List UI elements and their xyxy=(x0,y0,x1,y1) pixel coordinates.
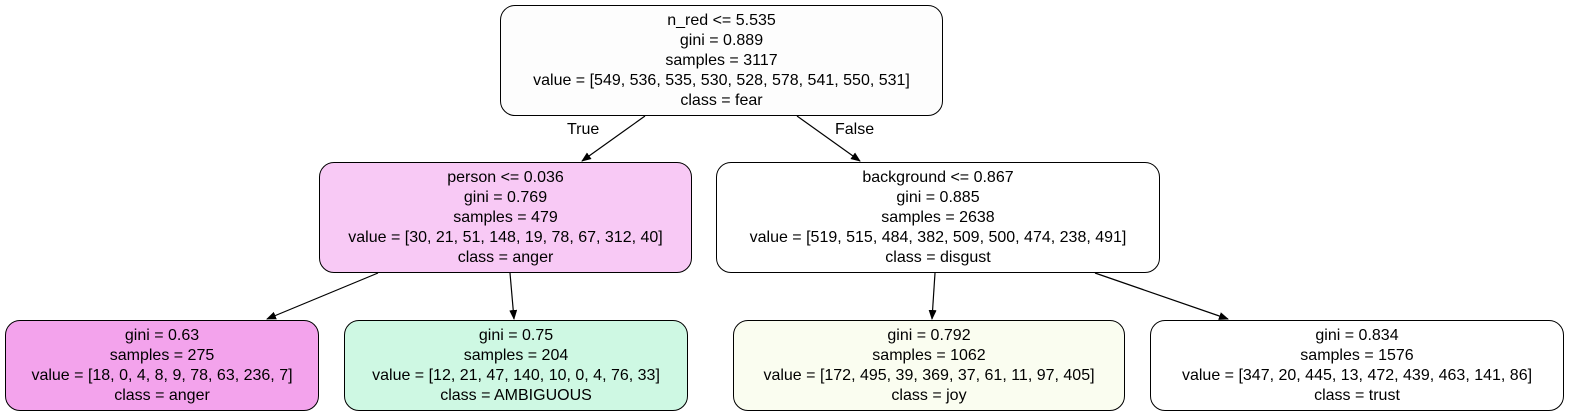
node-gini: gini = 0.75 xyxy=(478,326,554,344)
edge-person-to-anger-leaf xyxy=(266,272,379,320)
node-class: class = disgust xyxy=(885,248,991,266)
node-samples: samples = 1576 xyxy=(1300,346,1414,364)
tree-leaf-anger: gini = 0.63 samples = 275 value = [18, 0… xyxy=(5,320,319,411)
node-split-rule: n_red <= 5.535 xyxy=(667,11,776,29)
edge-person-to-ambiguous-leaf xyxy=(509,272,518,320)
node-value: value = [549, 536, 535, 530, 528, 578, 5… xyxy=(533,71,910,89)
node-gini: gini = 0.885 xyxy=(896,188,980,206)
node-value: value = [30, 21, 51, 148, 19, 78, 67, 31… xyxy=(348,228,663,246)
node-split-rule: background <= 0.867 xyxy=(862,168,1014,186)
node-gini: gini = 0.889 xyxy=(679,31,764,49)
node-samples: samples = 2638 xyxy=(881,208,995,226)
node-gini: gini = 0.834 xyxy=(1315,326,1399,344)
edge-label-true: True xyxy=(567,121,600,138)
tree-node-background: background <= 0.867 gini = 0.885 samples… xyxy=(716,162,1160,273)
edge-label-false: False xyxy=(835,121,875,138)
node-class: class = anger xyxy=(457,248,554,266)
node-value: value = [12, 21, 47, 140, 10, 0, 4, 76, … xyxy=(372,366,660,384)
node-value: value = [172, 495, 39, 369, 37, 61, 11, … xyxy=(763,366,1095,384)
node-samples: samples = 3117 xyxy=(665,51,778,69)
tree-leaf-joy: gini = 0.792 samples = 1062 value = [172… xyxy=(733,320,1125,411)
node-gini: gini = 0.63 xyxy=(124,326,200,344)
node-class: class = joy xyxy=(891,386,967,404)
tree-leaf-trust: gini = 0.834 samples = 1576 value = [347… xyxy=(1150,320,1564,411)
node-samples: samples = 479 xyxy=(453,208,558,226)
tree-node-person: person <= 0.036 gini = 0.769 samples = 4… xyxy=(319,162,692,273)
node-split-rule: person <= 0.036 xyxy=(447,168,564,186)
node-samples: samples = 275 xyxy=(109,346,215,364)
node-value: value = [18, 0, 4, 8, 9, 78, 63, 236, 7] xyxy=(31,366,293,384)
node-class: class = trust xyxy=(1314,386,1400,404)
node-samples: samples = 204 xyxy=(463,346,569,364)
edge-background-to-joy-leaf xyxy=(928,272,937,320)
node-samples: samples = 1062 xyxy=(872,346,986,364)
node-class: class = fear xyxy=(680,91,763,109)
node-value: value = [347, 20, 445, 13, 472, 439, 463… xyxy=(1181,366,1533,384)
node-gini: gini = 0.792 xyxy=(887,326,971,344)
edge-root-to-background xyxy=(796,115,861,162)
node-value: value = [519, 515, 484, 382, 509, 500, 4… xyxy=(749,228,1127,246)
tree-leaf-ambiguous: gini = 0.75 samples = 204 value = [12, 2… xyxy=(344,320,688,411)
tree-node-root: n_red <= 5.535 gini = 0.889 samples = 31… xyxy=(500,5,943,116)
node-gini: gini = 0.769 xyxy=(463,188,548,206)
edge-root-to-person xyxy=(581,115,646,162)
node-class: class = AMBIGUOUS xyxy=(440,386,592,404)
edge-background-to-trust-leaf xyxy=(1094,272,1229,320)
node-class: class = anger xyxy=(114,386,210,404)
